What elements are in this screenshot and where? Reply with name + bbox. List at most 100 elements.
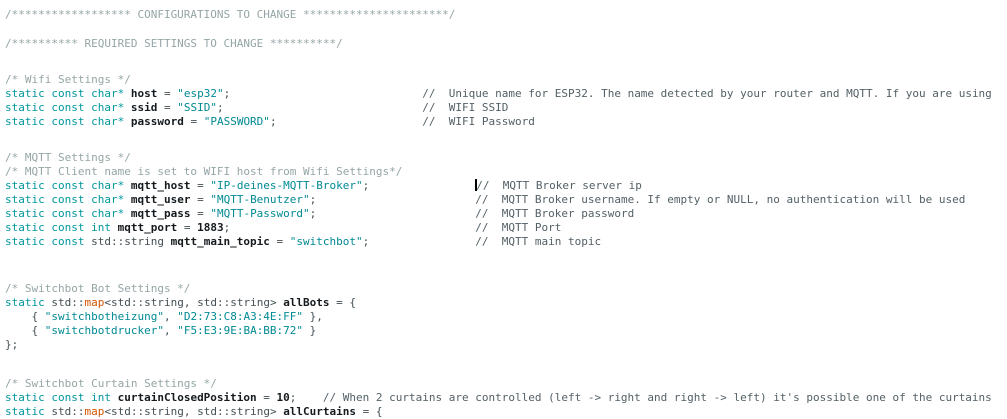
code-line[interactable]: /* MQTT Client name is set to WIFI host …	[5, 165, 1007, 179]
token-p: =	[256, 391, 277, 404]
token-n: 10	[276, 391, 290, 404]
token-s: "IP-deines-MQTT-Broker"	[210, 179, 363, 192]
token-c1: // MQTT main topic	[475, 235, 602, 248]
code-line[interactable]: static const char* mqtt_pass = "MQTT-Pas…	[5, 207, 1007, 221]
token-p: =	[177, 221, 198, 234]
token-p: =	[157, 87, 178, 100]
token-p: {	[5, 324, 45, 337]
token-p	[111, 391, 118, 404]
token-pad	[277, 115, 423, 128]
code-line[interactable]: /* Wifi Settings */	[5, 73, 1007, 87]
token-k: static const char*	[5, 101, 125, 114]
token-v: mqtt_pass	[130, 207, 191, 220]
code-line[interactable]: static const int mqtt_port = 1883; // MQ…	[5, 221, 1007, 235]
text-cursor	[475, 179, 478, 191]
token-c2: /****************** CONFIGURATIONS TO CH…	[5, 8, 456, 21]
token-v: ssid	[130, 101, 158, 114]
code-line[interactable]: static const char* password = "PASSWORD"…	[5, 115, 1007, 129]
token-c1: // MQTT Broker password	[475, 207, 635, 220]
token-n: 1883	[197, 221, 224, 234]
token-p	[124, 101, 131, 114]
token-p: =	[269, 235, 290, 248]
token-p	[111, 221, 118, 234]
token-s: "MQTT-Password"	[210, 207, 310, 220]
token-v: password	[130, 115, 184, 128]
token-s: "D2:73:C8:A3:4E:FF"	[177, 310, 304, 323]
token-v: host	[130, 87, 158, 100]
token-k: static const char*	[5, 115, 125, 128]
code-line[interactable]: /* Switchbot Bot Settings */	[5, 282, 1007, 296]
code-line[interactable]: static const char* mqtt_host = "IP-deine…	[5, 179, 1007, 193]
token-c1: // MQTT Port	[475, 221, 562, 234]
code-line-blank[interactable]	[5, 129, 1007, 151]
code-line[interactable]: /********** REQUIRED SETTINGS TO CHANGE …	[5, 37, 1007, 51]
token-p	[124, 115, 131, 128]
token-k: static	[5, 405, 45, 418]
token-k: static const int	[5, 221, 111, 234]
code-line[interactable]: static const char* host = "esp32"; // Un…	[5, 87, 1007, 101]
token-p: ;	[362, 179, 370, 192]
token-p: =	[190, 207, 211, 220]
code-line[interactable]: static const char* ssid = "SSID"; // WIF…	[5, 101, 1007, 115]
token-s: "MQTT-Benutzer"	[210, 193, 310, 206]
token-p: =	[190, 193, 211, 206]
token-s: "switchbot"	[289, 235, 363, 248]
token-p: }	[303, 324, 317, 337]
token-p: <std::string, std::string>	[104, 296, 284, 309]
code-line[interactable]: { "switchbotdrucker", "F5:E3:9E:BA:BB:72…	[5, 324, 1007, 338]
code-line-blank[interactable]	[5, 22, 1007, 37]
token-p: std::	[44, 405, 85, 418]
token-p: };	[5, 338, 19, 351]
token-c1: // MQTT Broker server ip	[476, 179, 642, 192]
token-v: curtainClosedPosition	[117, 391, 257, 404]
token-c2: /********** REQUIRED SETTINGS TO CHANGE …	[5, 37, 343, 50]
token-p: <std::string, std::string>	[104, 405, 284, 418]
code-line[interactable]: { "switchbotheizung", "D2:73:C8:A3:4E:FF…	[5, 310, 1007, 324]
code-line[interactable]: static const int curtainClosedPosition =…	[5, 391, 1007, 405]
code-line[interactable]: static const std::string mqtt_main_topic…	[5, 235, 1007, 249]
token-k: static const char*	[5, 207, 125, 220]
token-k: static const int	[5, 391, 111, 404]
token-fn: map	[84, 405, 105, 418]
code-line[interactable]: };	[5, 338, 1007, 352]
token-p	[124, 179, 131, 192]
code-line-blank[interactable]	[5, 352, 1007, 377]
token-s: "SSID"	[177, 101, 217, 114]
token-k: static	[5, 296, 45, 309]
token-c2: /* MQTT Client name is set to WIFI host …	[5, 165, 403, 178]
token-pad	[230, 221, 475, 234]
token-pad	[369, 235, 475, 248]
token-p: ,	[163, 310, 178, 323]
token-c2: /* Wifi Settings */	[5, 73, 131, 86]
code-line[interactable]: static std::map<std::string, std::string…	[5, 296, 1007, 310]
token-p	[124, 193, 131, 206]
token-fn: map	[84, 296, 105, 309]
code-line-blank[interactable]	[5, 51, 1007, 73]
token-s: "F5:E3:9E:BA:BB:72"	[177, 324, 304, 337]
token-pad	[230, 87, 422, 100]
token-p: ,	[163, 324, 178, 337]
token-p: },	[303, 310, 323, 323]
token-c1: // WIFI SSID	[422, 101, 509, 114]
code-line[interactable]: /* Switchbot Curtain Settings */	[5, 377, 1007, 391]
token-pad	[296, 391, 323, 404]
token-s: "switchbotdrucker"	[44, 324, 164, 337]
token-p: ;	[309, 207, 317, 220]
token-pad	[369, 179, 475, 192]
token-p: ;	[289, 391, 297, 404]
token-p: =	[190, 179, 211, 192]
code-line[interactable]: /* MQTT Settings */	[5, 151, 1007, 165]
token-p: ;	[362, 235, 370, 248]
token-s: "esp32"	[177, 87, 224, 100]
token-p: ;	[309, 193, 317, 206]
token-p: ;	[223, 87, 231, 100]
token-k: static const char*	[5, 193, 125, 206]
token-v: mqtt_user	[130, 193, 191, 206]
code-line[interactable]: /****************** CONFIGURATIONS TO CH…	[5, 8, 1007, 22]
token-k: static const char*	[5, 87, 125, 100]
code-line-blank[interactable]	[5, 249, 1007, 282]
token-c1: // When 2 curtains are controlled (left …	[322, 391, 992, 404]
code-line[interactable]: static const char* mqtt_user = "MQTT-Ben…	[5, 193, 1007, 207]
code-line[interactable]: static std::map<std::string, std::string…	[5, 405, 1007, 419]
